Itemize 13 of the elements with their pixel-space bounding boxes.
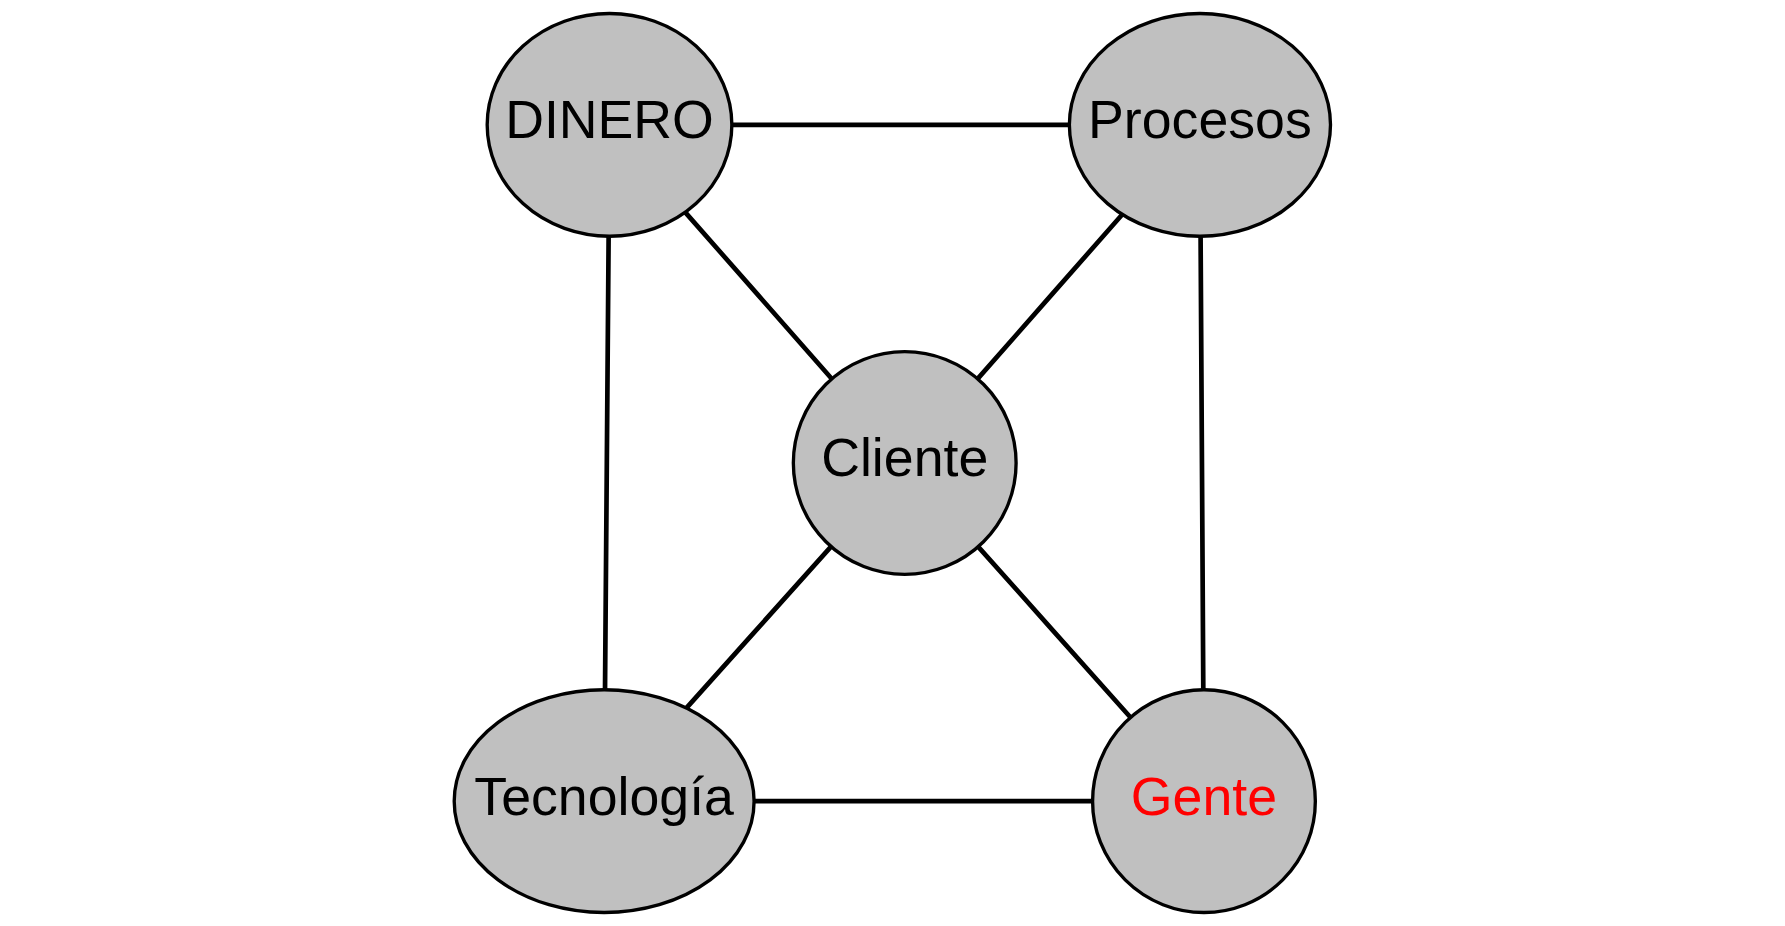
connector xyxy=(683,211,834,380)
connector xyxy=(731,122,1070,128)
connector xyxy=(754,798,1093,804)
connector xyxy=(1198,236,1206,690)
node-circle: Cliente xyxy=(791,349,1018,577)
node-ellipse: Tecnología xyxy=(452,688,756,915)
node-circle: DINERO xyxy=(485,11,734,238)
connector xyxy=(602,236,611,690)
node-ellipse: Procesos xyxy=(1067,11,1333,238)
connector xyxy=(976,545,1132,719)
connector xyxy=(976,213,1124,380)
node-circle: Gente xyxy=(1090,688,1317,915)
connector xyxy=(685,545,833,710)
